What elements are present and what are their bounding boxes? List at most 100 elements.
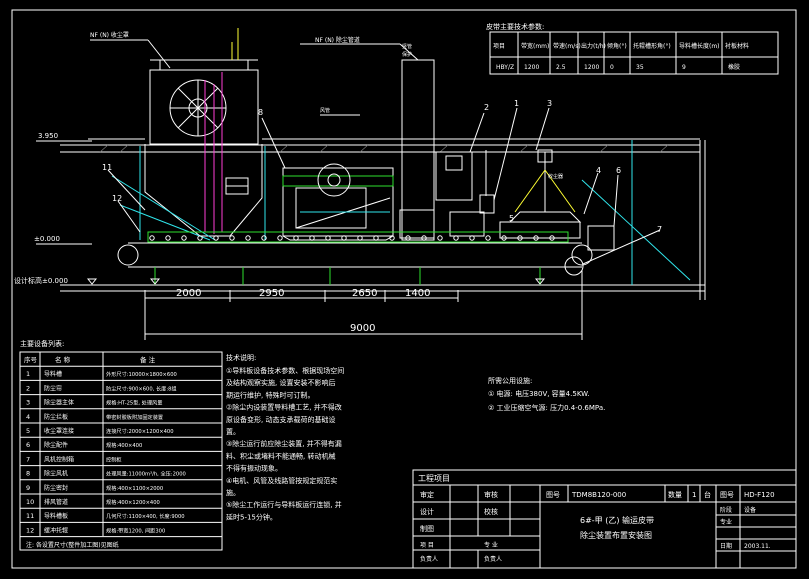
equip-row-no: 4 <box>26 413 30 421</box>
idler-row <box>149 235 555 241</box>
utility-notes: 所需公用设施: ① 电源: 电压380V, 容量4.5KW. ② 工业压缩空气源… <box>488 376 605 412</box>
tb-draw: 制图 <box>420 524 434 533</box>
utility-note-air: ② 工业压缩空气源: 压力0.4-0.6MPa. <box>488 403 605 412</box>
tech-notes-title: 技术说明: <box>226 353 256 362</box>
equip-row-no: 12 <box>26 526 34 534</box>
idler-roller <box>373 235 379 241</box>
callout-vertical-pipe: 竖管 <box>402 43 412 50</box>
idler-roller <box>325 235 331 241</box>
dust-cover <box>508 211 582 223</box>
idler-roller <box>405 235 411 241</box>
callout-wind-pipe: 风管 <box>320 107 330 114</box>
tb-stage: 设备 <box>744 506 756 514</box>
params-value-0: HBY/Z <box>496 64 514 71</box>
params-header-7: 衬板材料 <box>725 42 749 50</box>
idler-roller <box>149 235 155 241</box>
tb-title-line1: 6#-甲 (乙) 输运皮带 <box>580 515 654 525</box>
utility-notes-title: 所需公用设施: <box>488 376 532 385</box>
fan-housing <box>282 167 394 237</box>
tb-design: 设计 <box>420 507 434 516</box>
tech-note-line: ③除尘运行前应除尘装置, 并不得有漏 <box>226 439 342 448</box>
equip-row-note: 规格:HT-25型, 处理风量 <box>106 399 162 407</box>
idler-roller <box>517 235 523 241</box>
equip-row-no: 8 <box>26 470 30 478</box>
utility-note-power: ① 电源: 电压380V, 容量4.5KW. <box>488 389 590 398</box>
control-box <box>587 225 615 251</box>
tb-audit: 审核 <box>484 490 498 499</box>
params-value-6: 9 <box>682 64 686 71</box>
tech-note-line: 料、积尘或堵料不能通畅, 转动机械 <box>226 451 335 460</box>
equip-row-no: 10 <box>26 498 34 506</box>
idler-roller <box>453 235 459 241</box>
idler-roller <box>181 235 187 241</box>
tech-note-line: ⑤除尘工作运行与导料板运行连锁, 并 <box>226 500 342 509</box>
elevation-top-label: 3.950 <box>38 132 58 140</box>
elevation-mid-label: ±0.000 <box>34 235 60 243</box>
params-table-title: 皮带主要技术参数: <box>486 22 544 31</box>
equip-row-no: 7 <box>26 455 30 463</box>
tb-drawing-no: TDM8B120-000 <box>571 491 626 499</box>
equip-row-name: 除尘器主体 <box>44 399 74 407</box>
equip-row-note: 控制柜 <box>106 455 122 463</box>
equip-row-name: 除尘配件 <box>44 441 68 449</box>
params-value-2: 2.5 <box>556 64 566 71</box>
idler-roller <box>165 235 171 241</box>
equip-row-note: 规格:400×1100×2000 <box>106 484 163 492</box>
idler-roller <box>389 235 395 241</box>
callout-dust-pipe: NF (N) 除尘管道 <box>315 36 360 44</box>
params-header-4: 倾角(°) <box>607 42 627 50</box>
equip-row-name: 排风管道 <box>44 498 68 506</box>
equip-row-note: 规格:带宽1200, 间距300 <box>106 526 165 534</box>
idler-roller <box>501 235 507 241</box>
tb-major-label: 专业 <box>720 518 732 526</box>
equip-row-name: 除尘风机 <box>44 470 68 478</box>
tb-pro-responsible: 专 业 <box>484 541 498 549</box>
params-value-1: 1200 <box>524 64 539 71</box>
drive-motor-icon <box>564 256 584 276</box>
params-value-5: 35 <box>636 64 644 71</box>
equipment-list-note: 注: 各设置尺寸(整件加工图)见图纸 <box>26 541 119 549</box>
dim-9000: 9000 <box>350 323 375 334</box>
tb-date: 2003.11. <box>744 543 771 550</box>
callout-collector: 收尘器 <box>548 173 563 180</box>
part-number-labels: 1 2 3 4 5 6 7 8 11 12 <box>102 99 662 234</box>
equip-row-note: 规格:400×1200×400 <box>106 498 160 506</box>
equip-header-2: 备 注 <box>140 355 156 364</box>
svg-text:保护: 保护 <box>402 51 412 58</box>
part-label-1: 1 <box>514 99 519 108</box>
vertical-dust-pipe <box>401 59 435 241</box>
part-label-8: 8 <box>258 108 263 117</box>
equip-row-no: 9 <box>26 484 30 492</box>
equip-row-note: 连接尺寸:2000×1200×400 <box>106 427 174 435</box>
idler-roller <box>437 235 443 241</box>
part-label-6: 6 <box>616 166 621 175</box>
tech-note-line: ①导料板设备技术参数、根据现场空间 <box>226 366 344 375</box>
equip-row-no: 2 <box>26 384 30 392</box>
elevation-ground-label: 设计标高±0.000 <box>14 276 68 285</box>
equip-row-note: 处理风量:11000m³/h, 全压:2000 <box>106 470 186 478</box>
title-block: 工程项目 审定 审核 设计 校核 制图 项 目 负责人 专 业 负责人 图号 T… <box>412 469 797 569</box>
equip-row-no: 1 <box>26 370 30 378</box>
tb-date-label: 日期 <box>720 542 732 550</box>
dim-2000: 2000 <box>176 288 201 299</box>
filter-unit <box>435 151 473 201</box>
idler-roller <box>469 235 475 241</box>
equip-header-0: 序号 <box>24 355 38 364</box>
equip-row-name: 风机控制箱 <box>44 455 74 463</box>
equip-row-note: 带密封胶板附加固定装置 <box>106 413 163 421</box>
equip-row-name: 收尘罩连接 <box>44 427 74 435</box>
tech-note-line: 施。 <box>226 488 240 497</box>
dust-hood-box <box>149 69 259 145</box>
equip-header-1: 名 称 <box>55 355 71 364</box>
idler-roller <box>485 235 491 241</box>
part-label-3: 3 <box>547 99 552 108</box>
part-label-7: 7 <box>657 225 662 234</box>
idler-roller <box>309 235 315 241</box>
svg-text:负责人: 负责人 <box>484 555 502 563</box>
tb-drawing-no-label: 图号 <box>546 491 560 499</box>
tech-note-line: 不得有振动现象。 <box>226 464 282 473</box>
params-value-4: 0 <box>610 64 614 71</box>
idler-roller <box>261 235 267 241</box>
equip-row-no: 3 <box>26 399 30 407</box>
idler-roller <box>293 235 299 241</box>
